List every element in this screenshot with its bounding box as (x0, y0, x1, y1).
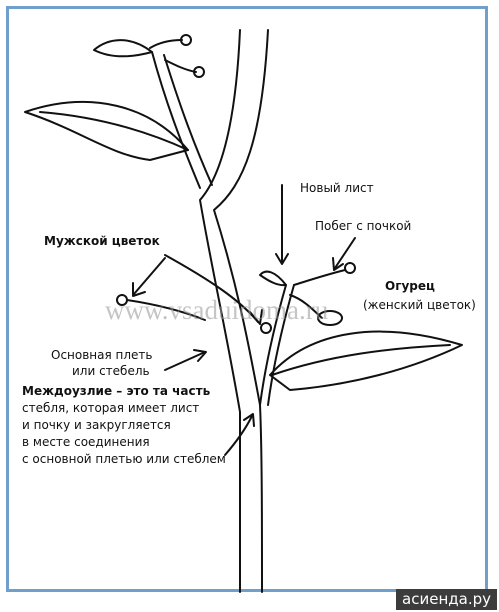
label-internode-4: в месте соединения (22, 435, 150, 449)
upper-branch (151, 51, 201, 189)
pointer-new-leaf-head (275, 253, 289, 265)
pointer-male-1 (133, 257, 166, 295)
pointer-main-stem-head (193, 349, 207, 362)
label-male-flower: Мужской цветок (44, 234, 160, 248)
male-flower-right (260, 322, 272, 334)
label-internode-1: Междоузлие – это та часть (22, 384, 211, 398)
watermark: www.vsaduidoma.ru (105, 295, 329, 325)
label-new-leaf: Новый лист (300, 181, 374, 195)
label-internode-5: с основной плетью или стеблем (22, 452, 226, 466)
label-internode-3: и почку и закругляется (22, 418, 171, 432)
shoot-tip (293, 269, 346, 286)
label-female-flower: (женский цветок) (363, 298, 476, 312)
top-flower-2 (193, 66, 205, 78)
lateral-shoot-edge (267, 284, 295, 406)
label-main-vine-1: Основная плеть (51, 348, 153, 362)
label-cucumber: Огурец (385, 279, 435, 293)
right-leaf-vein (271, 344, 451, 376)
male-flower-left-stalk (126, 299, 206, 321)
pointer-male-1-head (132, 282, 146, 297)
footer-site-label[interactable]: асиенда.ру (396, 589, 497, 610)
new-leaf-small (259, 270, 287, 287)
main-stem (199, 29, 241, 593)
female-flower (289, 294, 323, 319)
pointer-main-stem (164, 351, 206, 371)
cucumber-fruit (317, 310, 343, 326)
label-shoot-bud: Побег с почкой (315, 219, 412, 233)
pointer-shoot (334, 237, 356, 269)
pointer-male-2-head (249, 309, 263, 325)
top-flower-1 (180, 34, 192, 46)
top-flower-stalk (149, 39, 183, 49)
pointer-internode (224, 415, 253, 456)
label-main-vine-2: или стебель (72, 364, 150, 378)
pointer-shoot-head (332, 257, 344, 271)
shoot-bud (344, 262, 356, 274)
lateral-shoot (259, 284, 287, 406)
top-small-leaf (93, 39, 153, 58)
upper-branch-edge (163, 54, 213, 186)
upper-left-leaf-vein (39, 111, 189, 151)
pointer-internode-head (243, 413, 255, 427)
upper-left-leaf (24, 101, 189, 161)
right-leaf (269, 330, 463, 391)
label-internode-2: стебля, которая имеет лист (22, 401, 200, 415)
diagram-frame (6, 6, 488, 592)
